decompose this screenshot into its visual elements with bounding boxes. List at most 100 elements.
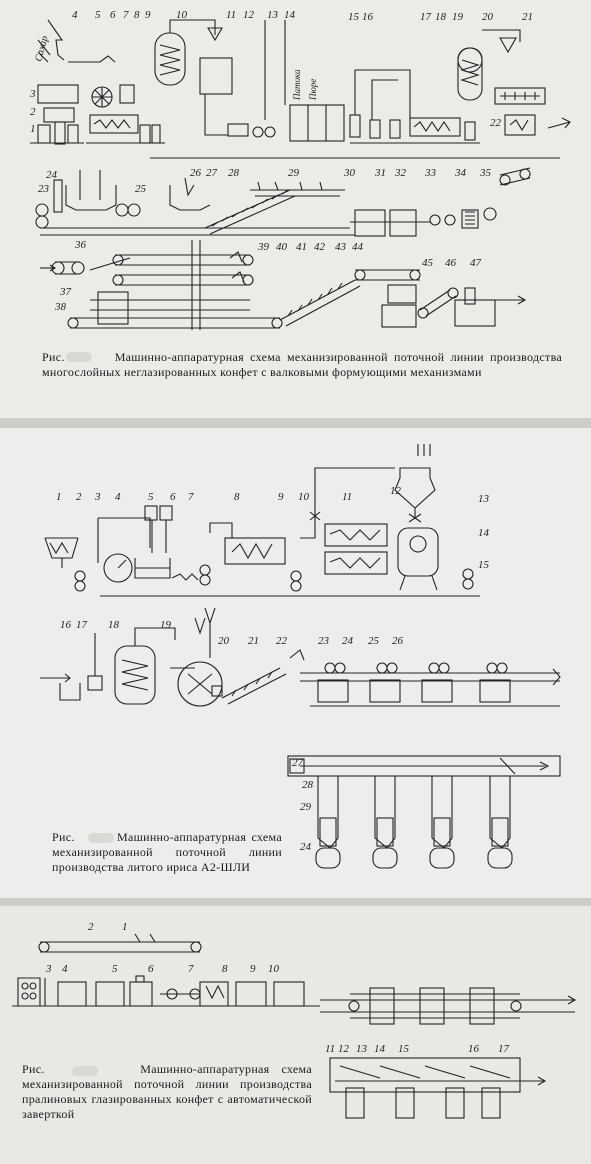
fig2-print-smudge: [88, 833, 114, 843]
fig1-callout-16: 16: [362, 11, 374, 23]
fig2-callout-20: 20: [218, 635, 230, 647]
fig2-ris-label: Рис.: [52, 830, 75, 844]
fig3-callout-11: 11: [325, 1043, 335, 1055]
fig1-callout-47: 47: [470, 257, 482, 269]
fig2-callout-13: 13: [478, 493, 490, 505]
fig3-caption: Рис. Машинно-аппаратурная схема механизи…: [22, 1062, 312, 1122]
fig2-caption: Рис. Машинно-аппаратурная схема механизи…: [52, 830, 282, 875]
fig2-callout-28: 28: [302, 779, 314, 791]
fig3-callout-17: 17: [498, 1043, 510, 1055]
fig1-callout-1: 1: [30, 123, 36, 135]
fig3-callout-5: 5: [112, 963, 118, 975]
fig3-callout-4: 4: [62, 963, 68, 975]
fig1-callout-7: 7: [123, 9, 129, 21]
figure-3-diagram: 1 2 3 4 5 6 7 8 9 10 11 12 13 14 15 16 1…: [12, 921, 577, 1119]
fig1-callout-22: 22: [490, 117, 502, 129]
fig1-callout-32: 32: [394, 167, 407, 179]
fig1-callout-17: 17: [420, 11, 432, 23]
fig2-callout-15: 15: [478, 559, 490, 571]
fig1-callout-28: 28: [228, 167, 240, 179]
fig1-callout-45: 45: [422, 257, 434, 269]
fig3-callout-13: 13: [356, 1043, 368, 1055]
fig1-callout-24: 24: [46, 169, 58, 181]
fig1-callout-10: 10: [176, 9, 188, 21]
fig3-callout-15: 15: [398, 1043, 410, 1055]
fig1-callout-13: 13: [267, 9, 279, 21]
fig2-callout-2: 2: [76, 491, 82, 503]
fig2-callout-18: 18: [108, 619, 120, 631]
fig3-callout-8: 8: [222, 963, 228, 975]
fig1-callout-14: 14: [284, 9, 296, 21]
fig2-row2-equipment: [40, 607, 561, 707]
fig2-caption-text: Машинно-аппаратурная схема механизирован…: [52, 830, 282, 874]
fig3-callout-9: 9: [250, 963, 256, 975]
fig2-callout-5: 5: [148, 491, 154, 503]
fig1-callout-6: 6: [110, 9, 116, 21]
fig1-callout-20: 20: [482, 11, 494, 23]
fig3-ris-label: Рис.: [22, 1062, 45, 1076]
fig1-callout-3: 3: [29, 88, 36, 100]
fig1-callout-8: 8: [134, 9, 140, 21]
figure-2-diagram: 1 2 3 4 5 6 7 8 9 10 11 12 13 14 15: [40, 444, 561, 869]
fig2-callout-25: 25: [368, 635, 380, 647]
fig1-callout-18: 18: [435, 11, 447, 23]
fig2-callout-8: 8: [234, 491, 240, 503]
fig2-callout-9: 9: [278, 491, 284, 503]
fig1-callout-4: 4: [72, 9, 78, 21]
fig1-ris-label: Рис.: [42, 350, 65, 364]
fig1-callout-34: 34: [454, 167, 467, 179]
fig3-callout-14: 14: [374, 1043, 386, 1055]
fig1-callout-42: 42: [314, 241, 326, 253]
fig1-callout-43: 43: [335, 241, 347, 253]
fig3-callout-16: 16: [468, 1043, 480, 1055]
fig2-callout-24: 24: [342, 635, 354, 647]
fig2-row1-equipment: [44, 444, 480, 597]
fig1-caption-text: Машинно-аппаратурная схема механизирован…: [42, 350, 562, 379]
fig1-callout-41: 41: [296, 241, 307, 253]
fig1-callout-35: 35: [479, 167, 492, 179]
fig1-callout-39: 39: [257, 241, 270, 253]
fig1-mix-15-16: [289, 69, 411, 142]
fig1-callout-15: 15: [348, 11, 360, 23]
fig1-callout-23: 23: [38, 183, 50, 195]
fig3-callout-7: 7: [188, 963, 194, 975]
fig3-callout-10: 10: [268, 963, 280, 975]
fig1-callout-40: 40: [276, 241, 288, 253]
fig3-callout-1: 1: [122, 921, 128, 933]
fig2-callout-4: 4: [115, 491, 121, 503]
fig1-callout-31: 31: [374, 167, 386, 179]
fig1-callout-21: 21: [522, 11, 533, 23]
fig1-callout-11: 11: [226, 9, 236, 21]
fig2-callout-16: 16: [60, 619, 72, 631]
fig1-callout-30: 30: [343, 167, 356, 179]
fig1-callouts-row2: 23 24 25 26 27 28 29 30 31 32 33 34 35: [38, 167, 492, 195]
fig1-callout-46: 46: [445, 257, 457, 269]
fig3-caption-text: Машинно-аппаратурная схема механизирован…: [22, 1062, 312, 1121]
fig3-callout-12: 12: [338, 1043, 350, 1055]
fig1-callout-2: 2: [30, 106, 36, 118]
fig2-callout-21: 21: [248, 635, 259, 647]
fig1-label-patoka: Патока: [292, 69, 302, 101]
fig1-label-sugar: Сахар: [33, 35, 50, 63]
fig2-callout-17: 17: [76, 619, 88, 631]
fig2-callout-1: 1: [56, 491, 62, 503]
fig2-callout-6: 6: [170, 491, 176, 503]
fig1-callouts-top: 4 5 6 7 8 9 10 11 12 13 14 15 16 17 18 1…: [29, 9, 533, 135]
fig2-callout-14: 14: [478, 527, 490, 539]
fig1-callout-27: 27: [206, 167, 218, 179]
fig1-callout-29: 29: [288, 167, 300, 179]
fig3-equipment: [12, 933, 577, 1119]
figure-2-sheet: 1 2 3 4 5 6 7 8 9 10 11 12 13 14 15: [0, 428, 591, 898]
fig3-callout-3: 3: [45, 963, 52, 975]
fig1-callout-26: 26: [190, 167, 202, 179]
fig1-left-group: [30, 19, 165, 145]
fig3-print-smudge: [72, 1066, 98, 1076]
fig2-callout-7: 7: [188, 491, 194, 503]
fig2-callout-29: 29: [300, 801, 312, 813]
fig2-callout-22: 22: [276, 635, 288, 647]
fig1-callout-9: 9: [145, 9, 151, 21]
fig1-callout-19: 19: [452, 11, 464, 23]
figure-3-sheet: 1 2 3 4 5 6 7 8 9 10 11 12 13 14 15 16 1…: [0, 906, 591, 1164]
fig1-callout-36: 36: [74, 239, 87, 251]
fig2-callout-19: 19: [160, 619, 172, 631]
